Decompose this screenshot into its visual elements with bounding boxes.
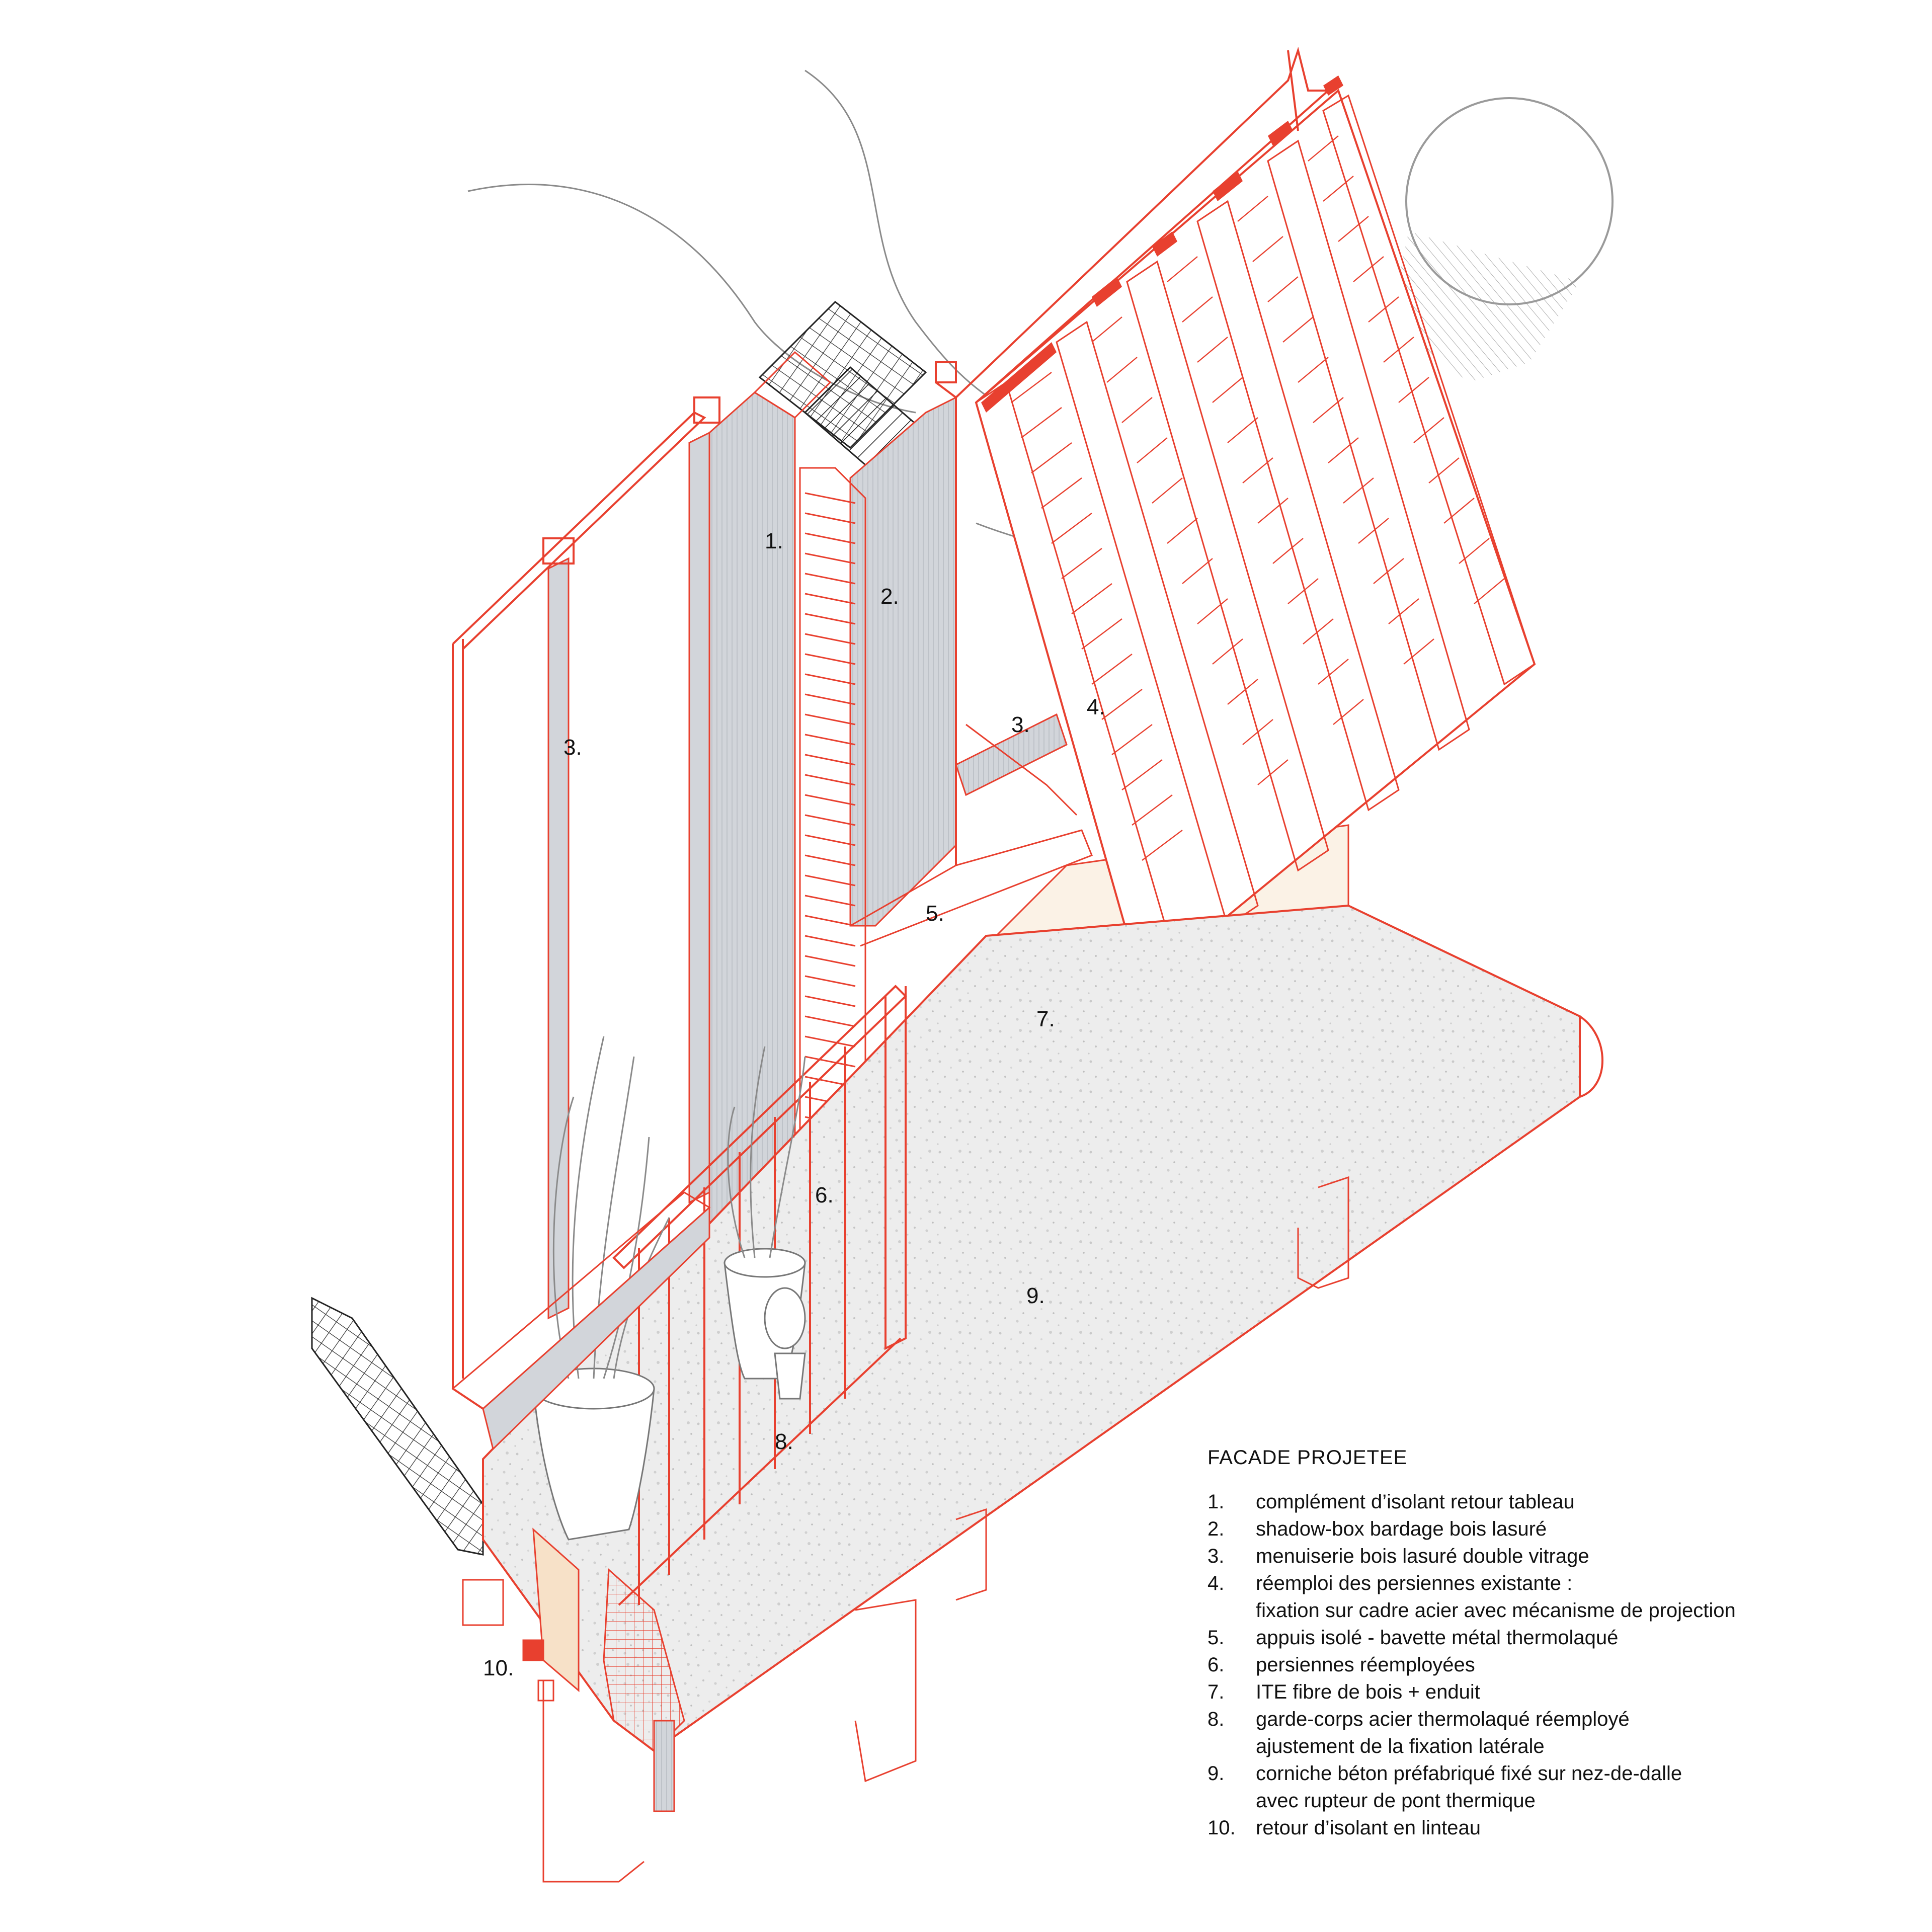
legend-item-number: 2.	[1208, 1518, 1225, 1540]
legend-item-number	[1208, 1787, 1256, 1814]
callout-5: 5.	[926, 901, 944, 926]
legend-item-number: 10.	[1208, 1817, 1236, 1839]
precast-cornice	[482, 904, 1603, 1752]
potted-plants	[532, 1036, 806, 1541]
legend-item-number: 5.	[1208, 1627, 1225, 1649]
sun-symbol	[1389, 97, 1614, 382]
callout-1: 1.	[765, 529, 783, 553]
legend-item-text: shadow-box bardage bois lasuré	[1256, 1518, 1547, 1540]
insulated-sill	[850, 713, 1093, 947]
cornice-supports	[542, 1176, 1349, 1883]
legend-item-number: 7.	[1208, 1681, 1225, 1703]
legend-item: 4. réemploi des persiennes existante :	[1208, 1570, 1736, 1597]
legend-item-text: retour d’isolant en linteau	[1256, 1817, 1481, 1839]
legend-list: 1. complément d’isolant retour tableau 2. s…	[1208, 1488, 1736, 1841]
legend-item-text: avec rupteur de pont thermique	[1256, 1790, 1536, 1812]
projected-shutter-frame	[955, 46, 1536, 988]
legend-item-text: appuis isolé - bavette métal thermolaqué	[1256, 1627, 1619, 1649]
callout-3-right: 3.	[1011, 712, 1030, 737]
callout-7: 7.	[1036, 1007, 1055, 1031]
callout-10: 10.	[483, 1656, 514, 1680]
legend-item: 2. shadow-box bardage bois lasuré	[1208, 1515, 1736, 1543]
legend-item-number: 4.	[1208, 1572, 1225, 1594]
callout-2: 2.	[880, 584, 899, 609]
legend-item: 1. complément d’isolant retour tableau	[1208, 1488, 1736, 1515]
glazing-panel-left	[542, 396, 720, 1320]
callout-4: 4.	[1087, 695, 1105, 719]
legend-item: 8. garde-corps acier thermolaqué réemploy…	[1208, 1706, 1736, 1733]
callout-9: 9.	[1026, 1283, 1045, 1308]
legend-item-text: réemploi des persiennes existante :	[1256, 1572, 1573, 1594]
callout-6: 6.	[815, 1183, 834, 1208]
legend-item-number: 3.	[1208, 1545, 1225, 1567]
legend-item-number: 6.	[1208, 1654, 1225, 1676]
legend-item: 9. corniche béton préfabriqué fixé sur ne…	[1208, 1760, 1736, 1787]
legend-item-text: garde-corps acier thermolaqué réemployé	[1256, 1708, 1630, 1730]
callout-8: 8.	[775, 1429, 793, 1454]
legend-item: 7. ITE fibre de bois + enduit	[1208, 1678, 1736, 1706]
legend-item: 10. retour d’isolant en linteau	[1208, 1814, 1736, 1841]
legend-item: avec rupteur de pont thermique	[1208, 1787, 1736, 1814]
lower-sill	[451, 1191, 711, 1451]
legend-item-text: fixation sur cadre acier avec mécanisme …	[1256, 1599, 1736, 1622]
lintel-insulation-return	[462, 1579, 554, 1702]
legend-item: 5. appuis isolé - bavette métal thermolaq…	[1208, 1624, 1736, 1651]
legend-item-text: corniche béton préfabriqué fixé sur nez-…	[1256, 1762, 1682, 1785]
legend-item-text: persiennes réemployées	[1256, 1654, 1475, 1676]
legend-item: ajustement de la fixation latérale	[1208, 1733, 1736, 1760]
legend-item-number: 8.	[1208, 1708, 1225, 1730]
legend-item-text: menuiserie bois lasuré double vitrage	[1256, 1545, 1589, 1567]
callout-3-left: 3.	[564, 735, 582, 760]
legend-item-text: ITE fibre de bois + enduit	[1256, 1681, 1480, 1703]
legend-item: 3. menuiserie bois lasuré double vitrage	[1208, 1543, 1736, 1570]
legend-item: 6. persiennes réemployées	[1208, 1651, 1736, 1678]
legend-item-text: ajustement de la fixation latérale	[1256, 1735, 1545, 1757]
legend-item-text: complément d’isolant retour tableau	[1256, 1491, 1575, 1513]
legend-title: FACADE PROJETEE	[1208, 1446, 1408, 1469]
legend-item-number: 9.	[1208, 1762, 1225, 1785]
legend-item-number	[1208, 1597, 1256, 1624]
legend-item-number	[1208, 1733, 1256, 1760]
legend: FACADE PROJETEE 1. complément d’isolant r…	[1208, 1446, 1736, 1841]
legend-item: fixation sur cadre acier avec mécanisme …	[1208, 1597, 1736, 1624]
legend-item-number: 1.	[1208, 1491, 1225, 1513]
existing-wall-section	[311, 1297, 484, 1556]
